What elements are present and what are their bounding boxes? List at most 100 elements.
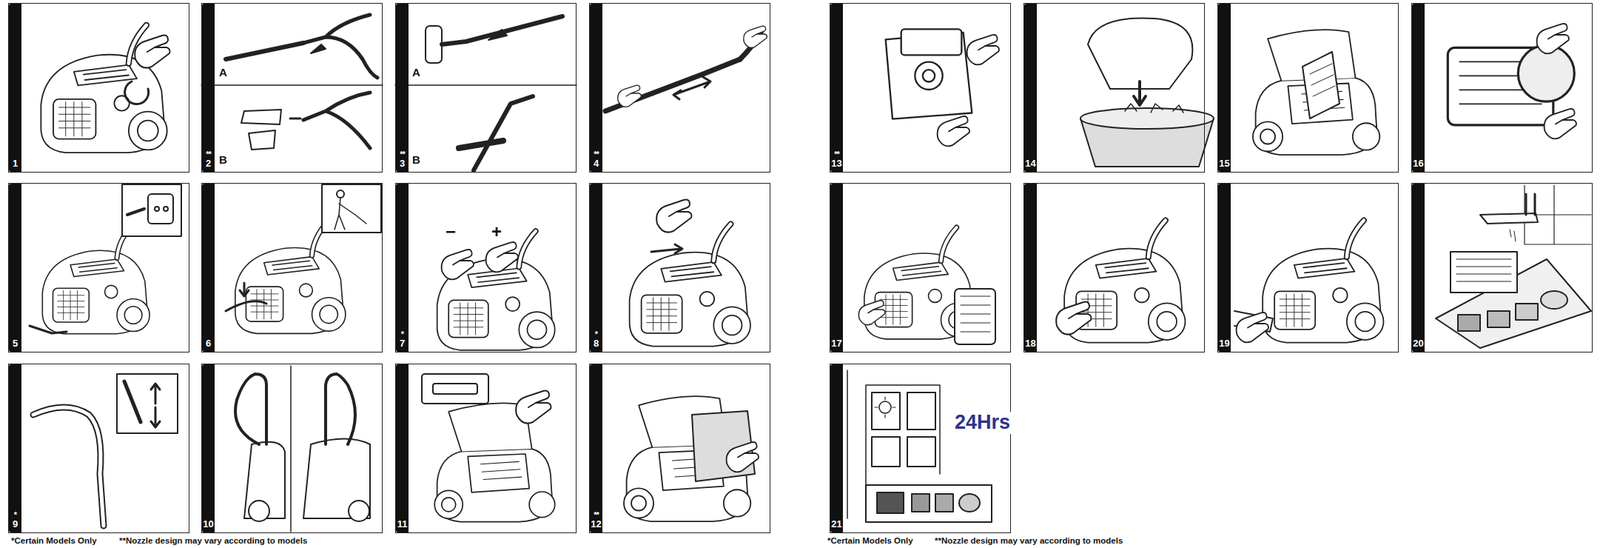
power-sign: +	[489, 222, 504, 242]
step-number-column: 21	[830, 518, 843, 530]
step-number-column: **12	[589, 510, 603, 530]
footnote: *Certain Models Only	[11, 535, 97, 546]
step-number: 5	[12, 338, 18, 349]
step-panel: **12	[589, 363, 771, 533]
step-number-column: **4	[589, 150, 603, 169]
step-bar	[830, 3, 843, 172]
step-number-column: **13	[830, 150, 843, 169]
step-panel: 1	[8, 2, 190, 173]
footnote-marker: **	[205, 150, 211, 160]
footnote-marker: **	[399, 150, 405, 160]
step-bar	[395, 183, 409, 352]
step-bar	[589, 364, 603, 533]
footnote: **Nozzle design may vary according to mo…	[934, 535, 1123, 546]
step-panel: 15	[1217, 2, 1399, 173]
step-panel: 5	[8, 182, 190, 353]
footnote-marker: *	[401, 330, 404, 339]
step-number-column: *7	[395, 330, 409, 349]
step-number: 14	[1024, 158, 1036, 169]
step-panel: 6	[201, 182, 383, 353]
step-bar	[1024, 183, 1037, 352]
step-panel: 10	[201, 363, 383, 533]
step-number: 20	[1412, 338, 1424, 349]
option-letter: B	[217, 153, 229, 167]
footnote-marker: *	[14, 510, 17, 520]
step-bar	[202, 3, 215, 172]
option-letter: A	[410, 66, 422, 80]
step-bar	[395, 3, 409, 172]
step-number: 4	[593, 158, 599, 169]
step-number-column: 14	[1024, 158, 1037, 169]
step-number: 11	[397, 518, 408, 530]
step-number: 13	[831, 158, 842, 169]
footnote: *Certain Models Only	[827, 535, 914, 546]
step-number: 1	[12, 158, 18, 169]
footnote: **Nozzle design may vary according to mo…	[119, 535, 308, 546]
step-number: 17	[831, 338, 842, 349]
step-panel: 16	[1411, 2, 1593, 173]
step-panel: 14	[1023, 2, 1205, 173]
step-bar	[830, 364, 843, 533]
step-number-column: 17	[830, 338, 843, 349]
step-bar	[1412, 183, 1425, 352]
footnote-marker: **	[593, 510, 599, 520]
step-bar	[1412, 3, 1425, 172]
step-panel: *9	[8, 363, 190, 533]
step-number-column: *8	[589, 330, 603, 349]
step-number: 10	[202, 518, 214, 530]
step-number-column: 5	[8, 338, 22, 349]
step-panel: 19	[1217, 182, 1399, 353]
step-bar	[8, 3, 22, 172]
step-bar	[8, 183, 22, 352]
step-number-column: **3	[395, 150, 409, 169]
step-panel: 17	[829, 182, 1011, 353]
step-number: 9	[12, 518, 18, 530]
step-number: 12	[590, 518, 601, 530]
step-number-column: 20	[1412, 338, 1425, 349]
step-panel: *7	[395, 182, 577, 353]
step-bar	[589, 3, 603, 172]
step-number: 2	[205, 158, 211, 169]
step-panel: 21	[829, 363, 1011, 533]
drying-time: 24Hrs	[953, 411, 1012, 434]
step-bar	[202, 183, 215, 352]
step-bar	[395, 364, 409, 533]
step-number: 8	[593, 338, 599, 349]
option-letter: B	[410, 153, 422, 167]
footnote-marker: **	[834, 150, 840, 160]
step-panel: **2	[201, 2, 383, 173]
step-number-column: 1	[8, 158, 22, 169]
footnote-marker: *	[595, 330, 598, 339]
step-panel: **3	[395, 2, 577, 173]
step-number-column: *9	[8, 510, 22, 530]
step-bar	[830, 183, 843, 352]
step-bar	[1218, 3, 1231, 172]
step-number: 7	[399, 338, 405, 349]
step-panel: **13	[829, 2, 1011, 173]
step-number-column: 15	[1218, 158, 1231, 169]
step-bar	[1024, 3, 1037, 172]
step-number-column: **2	[202, 150, 215, 169]
step-number-column: 18	[1024, 338, 1037, 349]
step-panel: *8	[589, 182, 771, 353]
step-bar	[589, 183, 603, 352]
step-panel: **4	[589, 2, 771, 173]
step-number-column: 19	[1218, 338, 1231, 349]
step-number-column: 10	[202, 518, 215, 530]
step-number: 3	[399, 158, 405, 169]
step-number: 15	[1218, 158, 1230, 169]
step-panel: 20	[1411, 182, 1593, 353]
step-bar	[8, 364, 22, 533]
step-number: 21	[831, 518, 842, 530]
step-bar	[1218, 183, 1231, 352]
power-sign: −	[444, 222, 458, 242]
step-panel: 11	[395, 363, 577, 533]
footnote-marker: **	[593, 150, 599, 160]
step-bar	[202, 364, 215, 533]
step-number: 16	[1412, 158, 1424, 169]
step-number: 6	[205, 338, 211, 349]
step-number-column: 6	[202, 338, 215, 349]
step-panel: 18	[1023, 182, 1205, 353]
step-number-column: 11	[395, 518, 409, 530]
